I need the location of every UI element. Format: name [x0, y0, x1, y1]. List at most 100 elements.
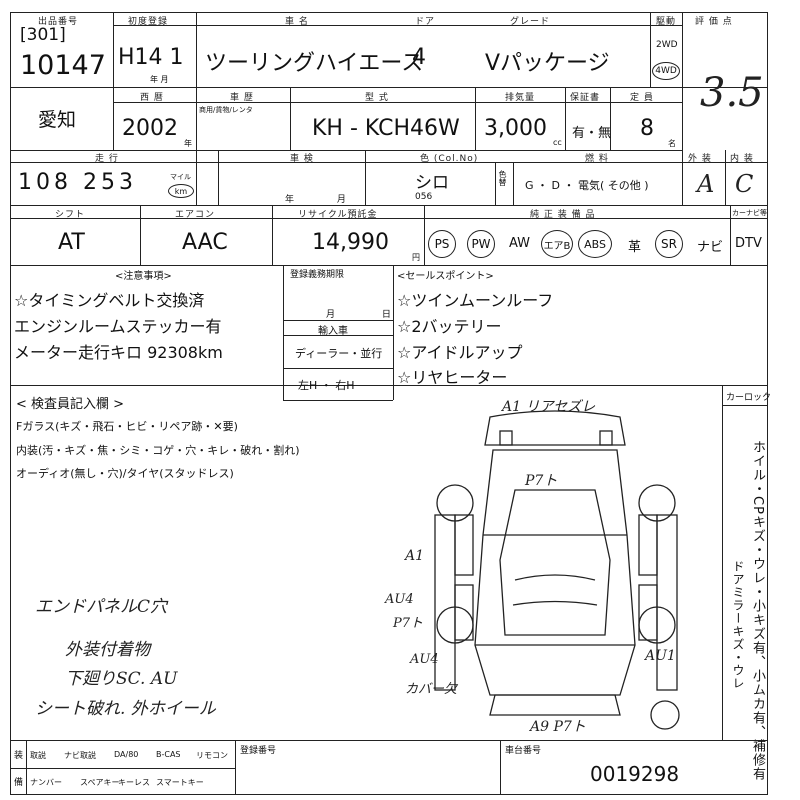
row-divider [283, 400, 393, 401]
handwritten-note: 外装付着物 [65, 640, 150, 660]
color-change-label: 色替 [498, 170, 507, 186]
col-divider [196, 150, 197, 205]
recycle-fee: 14,990 [312, 230, 389, 255]
inspection-line: Fガラス(キズ・飛石・ヒビ・リペア跡・✕要) [16, 420, 238, 433]
history-label: 車 歴 [230, 93, 254, 103]
inspection-line: オーディオ(無し・穴)/タイヤ(スタッドレス) [16, 467, 234, 480]
displacement: 3,000 [484, 116, 547, 141]
col-divider [650, 12, 651, 87]
col-divider [218, 150, 219, 205]
equip-sunroof: SR [655, 230, 683, 258]
inspection-line: 内装(汚・キズ・焦・シミ・コゲ・穴・キレ・破れ・割れ) [16, 444, 300, 457]
accessory-item: 取説 [30, 751, 46, 760]
carlock-label: カーロック [726, 393, 772, 403]
door-label: ドア [415, 17, 436, 27]
sales-point: ☆アイドルアップ [397, 343, 523, 362]
col-divider [682, 12, 683, 87]
row-divider [283, 320, 393, 321]
mileage: 108 253 [18, 170, 137, 195]
col-divider [272, 205, 273, 265]
col-divider [610, 87, 611, 150]
col-divider [283, 265, 284, 400]
row-divider [10, 740, 768, 741]
equip-dtv: DTV [735, 236, 762, 251]
car-name-label: 車 名 [285, 17, 309, 27]
col-divider [495, 162, 496, 205]
equip-abs: ABS [578, 230, 612, 258]
handle-side: 左H ・ 右H [298, 379, 355, 392]
row-divider [10, 205, 768, 206]
dealer-type: ディーラー・並行 [295, 347, 383, 360]
inspection-title: < 検査員記入欄 > [16, 397, 125, 412]
col-divider [140, 205, 141, 265]
aircon: AAC [182, 230, 228, 255]
car-name: ツーリングハイエース [205, 51, 424, 76]
exterior-label: 外 装 [688, 154, 712, 164]
carnavi-label: カーナビ等 [732, 209, 767, 217]
col-divider [113, 87, 114, 150]
row-divider [10, 218, 768, 219]
equipment-label: 純 正 装 備 品 [530, 210, 596, 220]
chassis-label: 車台番号 [505, 746, 542, 756]
col-divider [500, 740, 501, 795]
mileage-label: 走 行 [95, 154, 119, 164]
row-divider [10, 150, 682, 151]
sales-point: ☆2バッテリー [397, 317, 502, 336]
row-divider [113, 102, 682, 103]
first-registration: H14 1 [118, 45, 184, 70]
accessory-item: B-CAS [156, 750, 181, 759]
equip-ps: PS [428, 230, 456, 258]
mileage-unit-km: km [168, 184, 194, 198]
drive-4wd-circled: 4WD [652, 62, 680, 80]
shift-label: シフト [55, 210, 86, 220]
seats-label: 定 員 [630, 93, 654, 103]
diagram-label: P7ト [525, 473, 558, 489]
col-divider [113, 12, 114, 87]
year-unit: 年 [184, 139, 192, 148]
equip-leather: 革 [628, 240, 642, 255]
accessory-item: キーレス [118, 778, 150, 787]
col-divider [424, 205, 425, 265]
col-divider [565, 87, 566, 150]
displacement-unit: cc [553, 138, 562, 147]
caution-line: エンジンルームステッカー有 [14, 317, 222, 336]
accessory-item: スペアキー [80, 778, 120, 787]
caution-label: <注意事項> [115, 271, 172, 282]
seats-unit: 名 [668, 139, 676, 148]
model-code: KH - KCH46W [312, 116, 460, 141]
col-divider [725, 150, 726, 205]
sheet-frame [10, 12, 768, 795]
inspection-unit: 年 月 [285, 195, 366, 205]
region: 愛知 [38, 109, 77, 131]
diagram-label: AU1 [645, 648, 676, 664]
accessory-item: スマートキー [156, 778, 204, 787]
col-divider [513, 162, 514, 205]
col-divider [365, 150, 366, 205]
fuel: G ・ D ・ 電気( その他 ) [525, 179, 649, 192]
side-note: ホイル・CPキズ・ウレ・小キズ有、小ムカ有、補修有 [750, 440, 765, 781]
row-divider [10, 265, 768, 266]
accessory-item: ナビ取説 [64, 751, 96, 760]
equip-airbag: エアB [541, 230, 573, 258]
grade: Vパッケージ [485, 51, 610, 76]
side-note: ドアミラーキズ・ウレ [731, 560, 745, 690]
inspection-label: 車 検 [290, 154, 314, 164]
col-divider [196, 12, 197, 87]
venue-code: [301] [20, 25, 66, 45]
equip-section-label: 備 [14, 778, 24, 788]
row-divider [283, 368, 393, 369]
col-divider [730, 205, 731, 265]
equip-pw: PW [467, 230, 495, 258]
registration-deadline-unit: 月 日 [326, 310, 413, 320]
aircon-label: エアコン [175, 210, 216, 220]
year-label: 西 暦 [140, 93, 164, 103]
seats: 8 [640, 116, 654, 141]
col-divider [475, 87, 476, 150]
drive-label: 駆動 [656, 17, 677, 27]
history-note: 商用/貨物/レンタ [199, 106, 253, 114]
row-divider [283, 335, 393, 336]
accessory-item: ナンバー [30, 778, 62, 787]
diagram-label: A1 リアセズレ [502, 399, 596, 415]
color-label: 色 (Col.No) [420, 154, 479, 164]
lot-number: 10147 [20, 50, 106, 81]
